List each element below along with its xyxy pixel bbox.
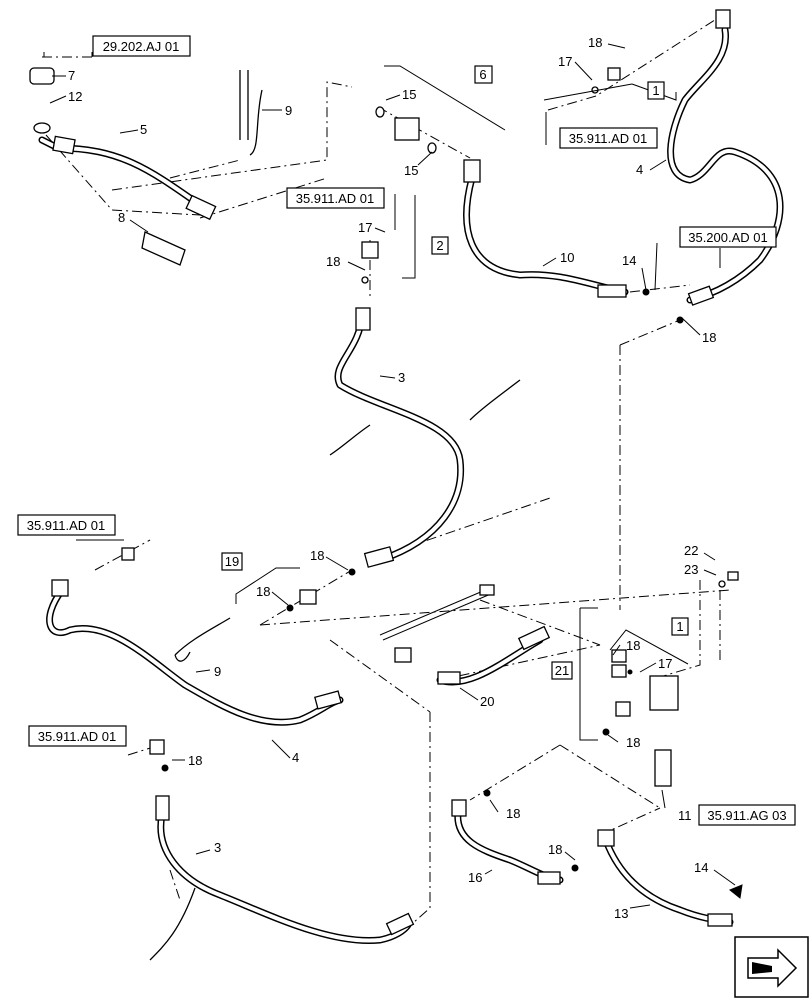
kit-1-top[interactable]: 1 bbox=[647, 81, 665, 100]
reference-35-911-ad-01-center[interactable]: 35.911.AD 01 bbox=[286, 187, 385, 209]
callout-20: 20 bbox=[480, 694, 494, 709]
kit-2[interactable]: 2 bbox=[431, 236, 449, 255]
callout-18-top: 18 bbox=[588, 35, 602, 50]
callout-18-kit21-lower: 18 bbox=[626, 735, 640, 750]
leader-lines bbox=[43, 43, 736, 909]
svg-text:6: 6 bbox=[479, 67, 486, 82]
hose-20 bbox=[436, 625, 551, 686]
item-callouts: 7 12 5 9 8 15 15 17 18 4 17 18 10 14 18 … bbox=[68, 35, 716, 921]
svg-text:2: 2 bbox=[436, 238, 443, 253]
hose-3-lower bbox=[155, 795, 415, 945]
callout-14-top: 14 bbox=[622, 253, 636, 268]
svg-text:1: 1 bbox=[652, 83, 659, 98]
reference-35-911-ad-01-left[interactable]: 35.911.AD 01 bbox=[17, 514, 116, 536]
callout-18-lower-left: 18 bbox=[188, 753, 202, 768]
callout-22: 22 bbox=[684, 543, 698, 558]
callout-7: 7 bbox=[68, 68, 75, 83]
reference-35-911-ag-03[interactable]: 35.911.AG 03 bbox=[698, 804, 796, 826]
hose-segment-mid bbox=[379, 584, 495, 641]
reference-35-911-ad-01-top-right[interactable]: 35.911.AD 01 bbox=[559, 127, 658, 149]
callout-15-bottom: 15 bbox=[404, 163, 418, 178]
callout-18-right: 18 bbox=[702, 330, 716, 345]
svg-text:35.911.AD 01: 35.911.AD 01 bbox=[27, 518, 106, 533]
svg-text:35.200.AD 01: 35.200.AD 01 bbox=[688, 230, 768, 245]
assembly-centerlines bbox=[42, 17, 731, 931]
reference-29-202-aj-01[interactable]: 29.202.AJ 01 bbox=[92, 35, 191, 57]
svg-text:21: 21 bbox=[555, 663, 569, 678]
callout-18-center: 18 bbox=[326, 254, 340, 269]
hose-16 bbox=[451, 799, 564, 885]
callout-11: 11 bbox=[678, 808, 692, 823]
callout-17-kit21: 17 bbox=[658, 656, 672, 671]
callout-13: 13 bbox=[614, 906, 628, 921]
callout-4-lower: 4 bbox=[292, 750, 299, 765]
svg-text:35.911.AD 01: 35.911.AD 01 bbox=[296, 191, 375, 206]
kit-6[interactable]: 6 bbox=[474, 65, 493, 84]
hose-5 bbox=[38, 135, 217, 221]
next-page-arrow-icon[interactable] bbox=[734, 936, 809, 998]
callout-4-top: 4 bbox=[636, 162, 643, 177]
callout-18-hose16-top: 18 bbox=[506, 806, 520, 821]
callout-10: 10 bbox=[560, 250, 574, 265]
reference-35-911-ad-01-lower-left[interactable]: 35.911.AD 01 bbox=[28, 725, 127, 747]
callout-14-bottom: 14 bbox=[694, 860, 708, 875]
callout-23: 23 bbox=[684, 562, 698, 577]
svg-text:35.911.AD 01: 35.911.AD 01 bbox=[569, 131, 648, 146]
callout-12: 12 bbox=[68, 89, 82, 104]
small-parts bbox=[29, 67, 743, 961]
kit-1-bottom[interactable]: 1 bbox=[671, 617, 689, 636]
svg-text:19: 19 bbox=[225, 554, 239, 569]
svg-text:35.911.AG 03: 35.911.AG 03 bbox=[707, 808, 786, 823]
svg-text:29.202.AJ 01: 29.202.AJ 01 bbox=[103, 39, 180, 54]
callout-8: 8 bbox=[118, 210, 125, 225]
callout-5: 5 bbox=[140, 122, 147, 137]
callout-9: 9 bbox=[285, 103, 292, 118]
callout-16: 16 bbox=[468, 870, 482, 885]
reference-35-200-ad-01[interactable]: 35.200.AD 01 bbox=[679, 226, 777, 248]
callout-18-mid: 18 bbox=[310, 548, 324, 563]
svg-text:1: 1 bbox=[676, 619, 683, 634]
callout-18-kit19: 18 bbox=[256, 584, 270, 599]
callout-17-top: 17 bbox=[558, 54, 572, 69]
hose-4-lower bbox=[46, 579, 344, 726]
callout-9-lower: 9 bbox=[214, 664, 221, 679]
kit-21[interactable]: 21 bbox=[551, 661, 573, 680]
callout-17-center: 17 bbox=[358, 220, 372, 235]
hose-3-upper bbox=[334, 307, 465, 568]
callout-18-hose16-end: 18 bbox=[548, 842, 562, 857]
callout-3-upper: 3 bbox=[398, 370, 405, 385]
callout-18-kit21: 18 bbox=[626, 638, 640, 653]
callout-3-lower: 3 bbox=[214, 840, 221, 855]
kit-19[interactable]: 19 bbox=[221, 552, 243, 571]
hose-4-upper bbox=[667, 9, 784, 306]
svg-text:35.911.AD 01: 35.911.AD 01 bbox=[38, 729, 117, 744]
callout-15-top: 15 bbox=[402, 87, 416, 102]
hose-10 bbox=[463, 159, 629, 298]
hose-13 bbox=[597, 829, 734, 927]
